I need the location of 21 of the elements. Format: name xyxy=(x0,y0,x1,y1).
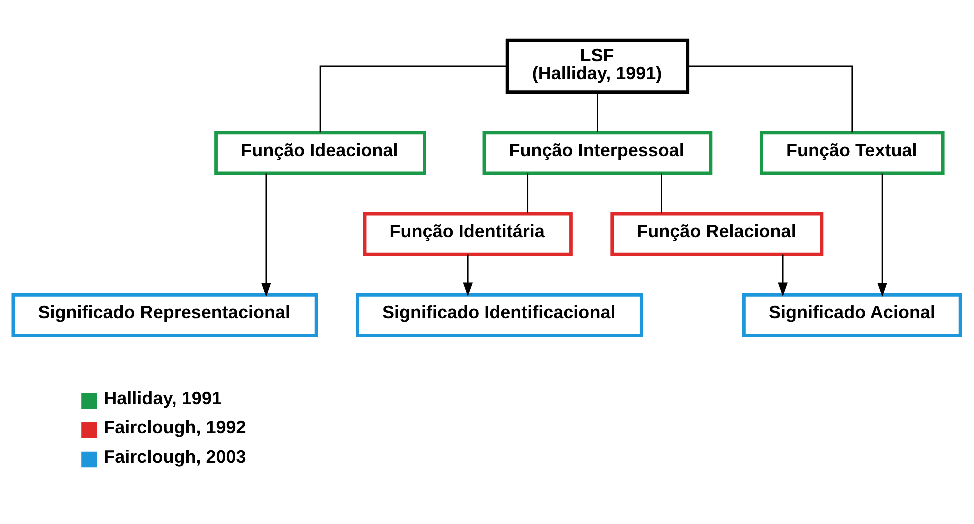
node-box: Significado Representacional xyxy=(12,293,318,337)
legend-label: Fairclough, 1992 xyxy=(104,417,246,438)
arrow xyxy=(878,173,888,297)
connector xyxy=(320,65,508,132)
node-box: Função Identitária xyxy=(363,212,573,256)
connector xyxy=(527,173,529,214)
legend-label: Fairclough, 2003 xyxy=(104,446,246,466)
connector xyxy=(597,92,598,132)
arrow xyxy=(262,173,272,297)
connector xyxy=(661,173,662,214)
legend-label: Halliday, 1991 xyxy=(104,388,222,408)
node-box: Significado Identificacional xyxy=(356,293,644,337)
node-box: LSF (Halliday, 1991) xyxy=(506,38,690,94)
node-box: Função Textual xyxy=(760,130,945,175)
node-box: Função Relacional xyxy=(610,212,824,256)
arrow xyxy=(463,254,474,296)
arrow xyxy=(778,254,788,296)
node-box: Função Interpessoal xyxy=(482,130,713,175)
node-box: Função Ideacional xyxy=(214,130,426,175)
connector xyxy=(688,65,854,132)
node-box: Significado Acional xyxy=(742,293,962,337)
